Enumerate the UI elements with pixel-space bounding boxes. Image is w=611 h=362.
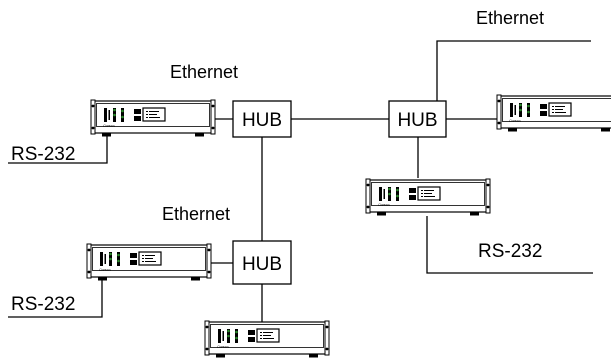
hub-bottom-label: HUB: [242, 254, 282, 275]
device-left-top: Convus: [90, 99, 216, 138]
hub-bottom: HUB: [232, 240, 292, 285]
label-ethernet-top-left: Ethernet: [170, 62, 238, 82]
label-rs232-left-bottom: RS-232: [11, 294, 75, 315]
device-brand-logo: Convus: [509, 119, 521, 123]
device-right: Convus: [496, 94, 611, 133]
label-rs232-right: RS-232: [478, 241, 542, 262]
rs232-line-left-bottom: [8, 280, 103, 318]
device-brand-logo: Convus: [103, 124, 115, 128]
label-rs232-left-top: RS-232: [11, 144, 75, 165]
device-brand-logo: Convus: [378, 203, 390, 207]
label-ethernet-middle: Ethernet: [162, 204, 230, 224]
hub-left: HUB: [232, 100, 292, 138]
device-right-middle: Convus: [365, 178, 491, 217]
rs232-line-left-top: [8, 133, 108, 164]
rs232-line-right: [426, 216, 593, 274]
device-brand-logo: Convus: [217, 345, 229, 349]
hub-left-label: HUB: [242, 110, 282, 131]
hub-right: HUB: [388, 100, 447, 138]
ethernet-uplink-top-right: [436, 40, 591, 101]
label-ethernet-top-right: Ethernet: [476, 8, 544, 28]
hub-right-label: HUB: [397, 110, 437, 131]
device-brand-logo: Convus: [99, 268, 111, 272]
device-left-bottom: Convus: [86, 243, 212, 282]
device-bottom: Convus: [204, 320, 330, 359]
